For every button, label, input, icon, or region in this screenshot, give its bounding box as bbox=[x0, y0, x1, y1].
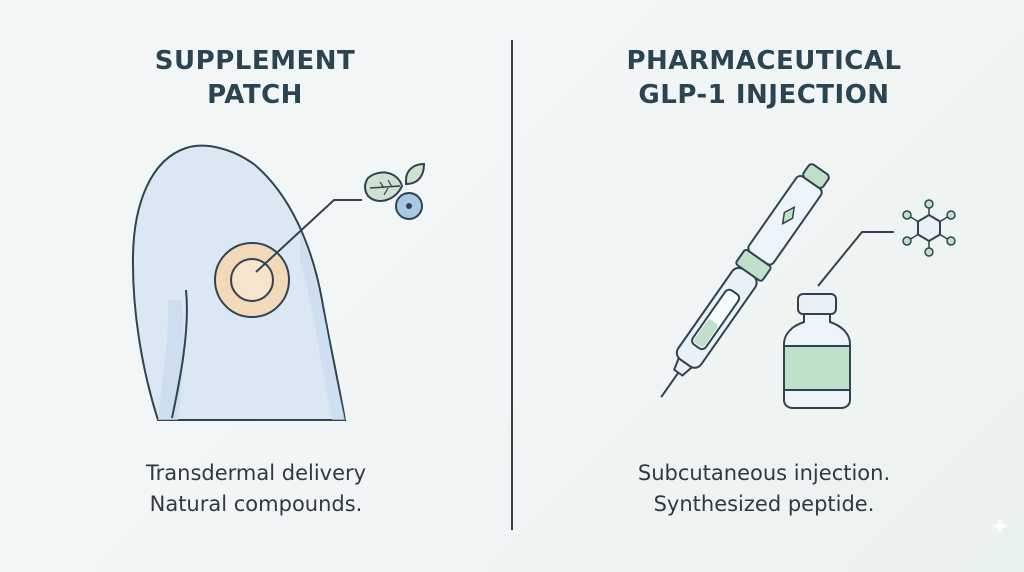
pharmaceutical-caption-line2: Synthesized peptide. bbox=[653, 492, 875, 516]
molecule-callout-line bbox=[817, 231, 894, 287]
pharmaceutical-caption-line1: Subcutaneous injection. bbox=[637, 461, 891, 485]
supplement-heading-line1: SUPPLEMENT bbox=[154, 46, 356, 76]
molecule-icon bbox=[902, 199, 956, 257]
pharmaceutical-heading: PHARMACEUTICAL GLP-1 INJECTION bbox=[508, 44, 1020, 112]
supplement-illustration bbox=[131, 144, 426, 421]
center-divider bbox=[511, 40, 513, 530]
supplement-caption-line2: Natural compounds. bbox=[149, 492, 363, 516]
pharmaceutical-panel: PHARMACEUTICAL GLP-1 INJECTION bbox=[512, 0, 1024, 572]
pharmaceutical-heading-line1: PHARMACEUTICAL bbox=[626, 46, 902, 76]
sparkle-icon bbox=[991, 517, 1009, 535]
supplement-panel: SUPPLEMENT PATCH Transdermal delivery Na… bbox=[0, 44, 512, 520]
injection-pen-icon bbox=[660, 163, 830, 398]
pharmaceutical-caption: Subcutaneous injection. Synthesized pept… bbox=[508, 458, 1020, 520]
patch-callout-line bbox=[255, 199, 362, 273]
vial-icon bbox=[783, 293, 851, 409]
pharmaceutical-illustration bbox=[660, 163, 956, 409]
leaf-berry-icon bbox=[364, 162, 426, 220]
pharmaceutical-heading-line2: GLP-1 INJECTION bbox=[638, 80, 890, 110]
supplement-heading-line2: PATCH bbox=[207, 80, 303, 110]
supplement-caption-line1: Transdermal delivery bbox=[145, 461, 367, 485]
patch-icon bbox=[214, 242, 290, 318]
supplement-caption: Transdermal delivery Natural compounds. bbox=[0, 458, 512, 520]
supplement-heading: SUPPLEMENT PATCH bbox=[0, 44, 511, 112]
